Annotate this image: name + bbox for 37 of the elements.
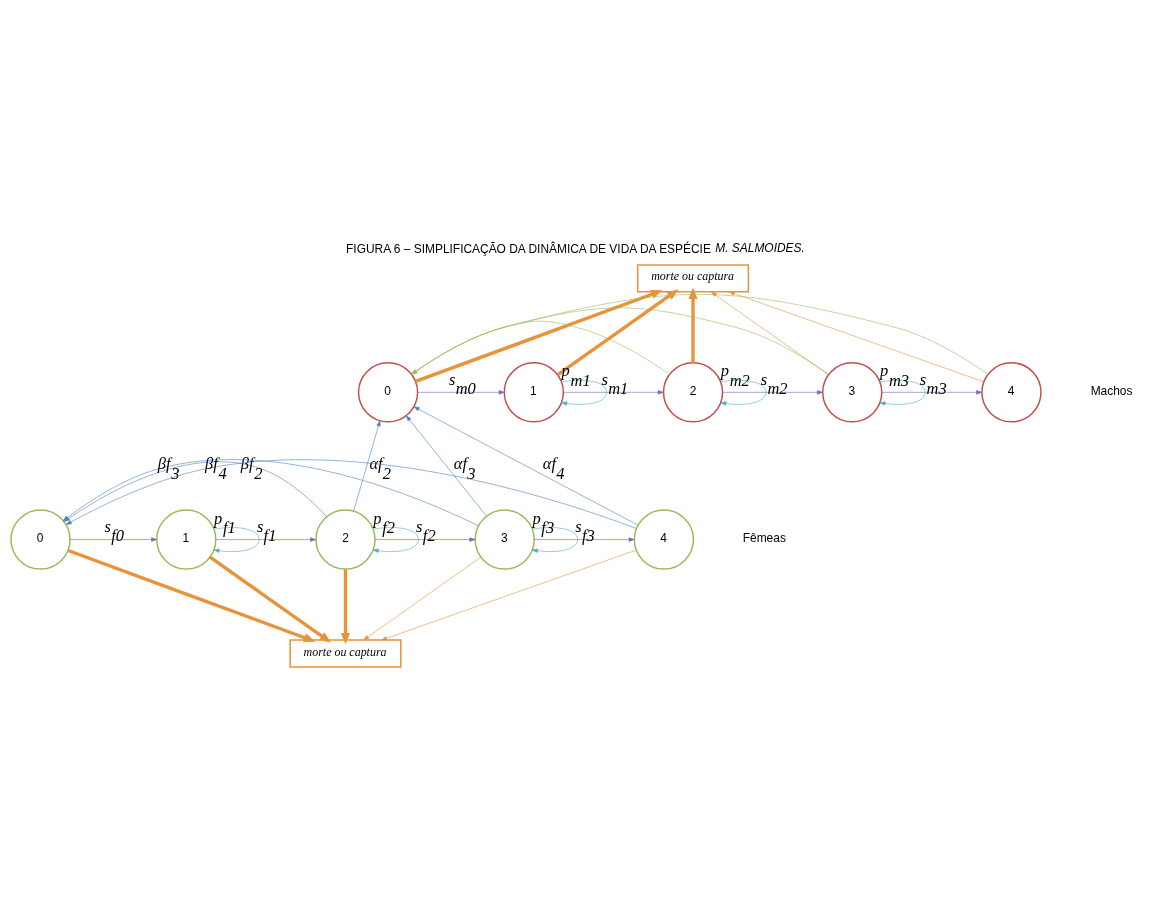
arrow [67, 548, 316, 642]
arrow [372, 527, 419, 553]
arrow [556, 289, 679, 376]
arrow [381, 549, 637, 641]
node-circle: 4 [981, 362, 1042, 423]
arrow [209, 555, 332, 643]
arrow [374, 537, 476, 542]
arrow [215, 537, 317, 542]
arrow [411, 320, 670, 375]
arrow [879, 379, 926, 406]
arrow [720, 379, 767, 406]
arrow [532, 527, 578, 553]
arrow [415, 290, 663, 383]
arrow [533, 537, 635, 542]
arrow [413, 406, 639, 526]
node-circle: 4 [633, 509, 695, 570]
node-box: morte ou captura [636, 264, 750, 293]
label: Machos [1090, 384, 1133, 399]
arrow [728, 291, 985, 383]
arrow [561, 379, 607, 406]
diagram-title: FIGURA 6 – SIMPLIFICAÇÃO DA DINÂMICA DE VIDA DA ESPÉCIE M. SALMOIDES. [346, 241, 805, 256]
arrow [213, 527, 260, 553]
arrow [711, 291, 829, 375]
arrow [406, 415, 487, 517]
arrow [70, 537, 157, 542]
arrow [417, 390, 505, 395]
arrow [881, 390, 983, 395]
arrow [411, 294, 989, 375]
arrow [722, 390, 823, 395]
arrow [363, 556, 482, 641]
arrow [563, 390, 664, 395]
arrow [411, 307, 829, 375]
arrow [353, 420, 381, 512]
arrow [688, 287, 698, 363]
arrow [340, 569, 350, 645]
label: Fêmeas [742, 531, 786, 546]
node-box: morte ou captura [289, 639, 402, 668]
